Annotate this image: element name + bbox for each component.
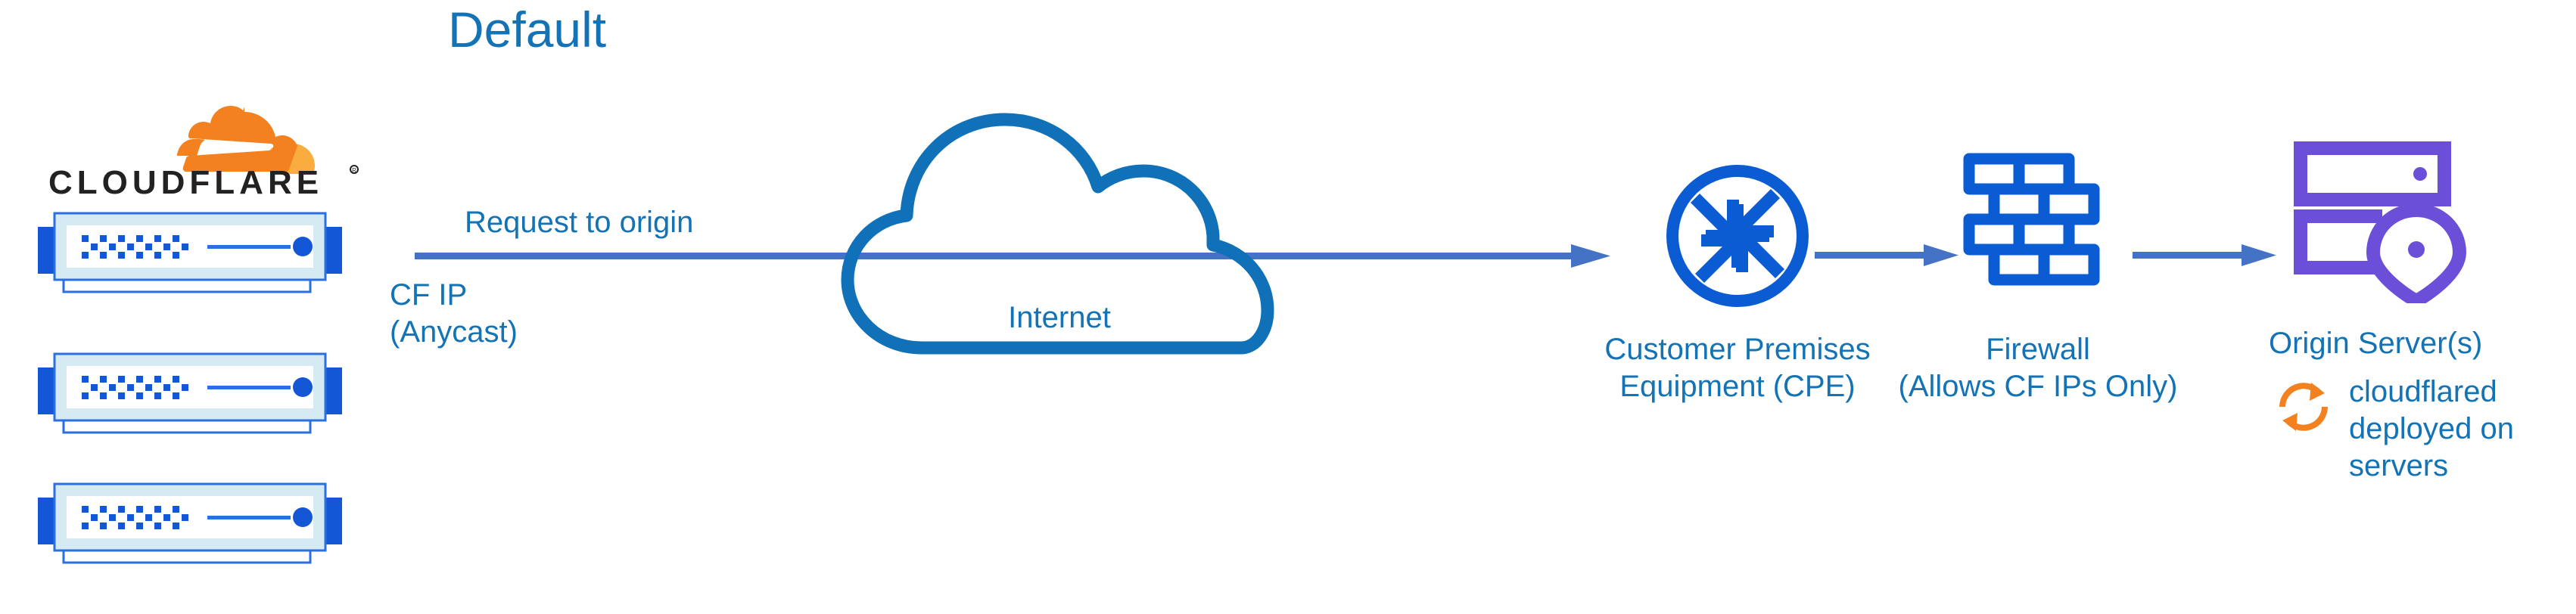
svg-text:CLOUDFLARE: CLOUDFLARE [48, 164, 323, 199]
cloudflared-note-line-3: servers [2349, 448, 2449, 482]
firewall-label: Firewall (Allows CF IPs Only) [1868, 331, 2208, 405]
cf-ip-line-2: (Anycast) [390, 315, 518, 349]
cpe-to-firewall-arrow [1815, 242, 1958, 269]
cloudflared-note-line-2: deployed on [2349, 411, 2514, 445]
cpe-label-line-1: Customer Premises [1604, 333, 1871, 366]
internet-label: Internet [1008, 301, 1111, 334]
page-title: Default [448, 2, 607, 57]
cloudflared-note-line-1: cloudflared [2349, 375, 2497, 408]
request-to-origin-label: Request to origin [465, 206, 694, 239]
svg-text:R: R [352, 167, 356, 174]
cloudflare-logo: CLOUDFLARE R [45, 97, 363, 199]
cpe-label: Customer Premises Equipment (CPE) [1510, 331, 1965, 405]
cf-ip-line-1: CF IP [390, 278, 468, 312]
cloudflare-edge-appliance [27, 210, 353, 293]
firewall-label-line-1: Firewall [1986, 333, 2090, 366]
cpe-label-line-2: Equipment (CPE) [1619, 369, 1856, 403]
firewall-label-line-2: (Allows CF IPs Only) [1898, 369, 2178, 403]
origin-server-label: Origin Server(s) [2269, 327, 2483, 360]
cf-ip-anycast-label: CF IP (Anycast) [390, 277, 518, 351]
cloud-icon [832, 106, 1286, 355]
sync-arrows-icon [2272, 375, 2335, 439]
firewall-to-origin-arrow [2133, 242, 2276, 269]
cloudflare-edge-appliance [27, 481, 353, 564]
cloudflared-note: cloudflared deployed on servers [2349, 374, 2538, 484]
cloudflare-edge-appliance [27, 351, 353, 434]
server-rack-pin-icon [2293, 141, 2482, 303]
request-to-origin-arrow [415, 240, 1610, 271]
brick-wall-icon [1958, 150, 2117, 301]
router-icon [1662, 160, 1813, 312]
